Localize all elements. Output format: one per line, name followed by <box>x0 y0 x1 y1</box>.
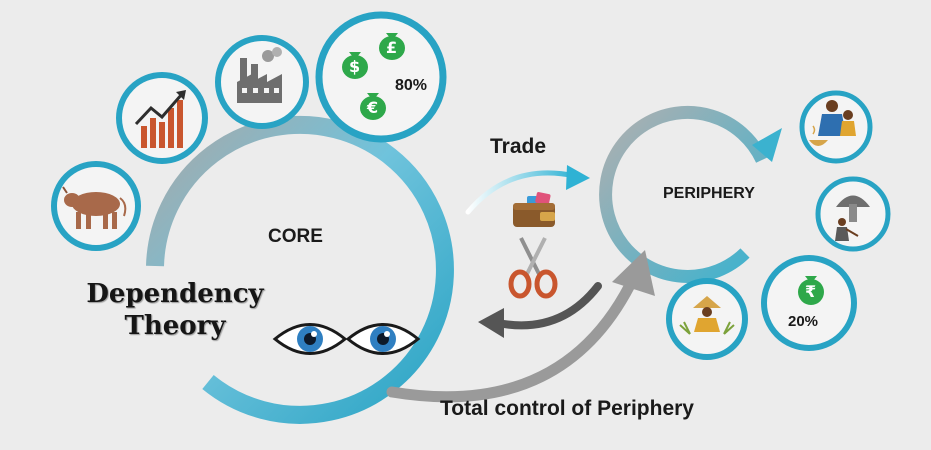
wallet-icon <box>513 192 555 227</box>
periphery-label: PERIPHERY <box>663 185 755 202</box>
periphery-ring <box>599 106 782 283</box>
trade-arrow <box>465 165 590 215</box>
core-wealth-share: 80% <box>395 77 428 94</box>
dollar-bag <box>342 52 368 79</box>
core-ring <box>146 115 454 424</box>
rupee-symbol: ₹ <box>805 282 817 301</box>
periphery-wealth-share: 20% <box>788 313 819 330</box>
trade-label: Trade <box>490 135 547 158</box>
money-bag-icon <box>761 255 857 351</box>
money-bags-icon <box>315 11 447 143</box>
growth-chart-icon <box>116 72 208 164</box>
poor-family-icon <box>799 90 873 164</box>
eyes-icon <box>272 323 421 355</box>
diagram-title: Dependency Theory <box>70 278 280 342</box>
title-line-1: Dependency <box>86 279 264 309</box>
control-label: Total control of Periphery <box>440 397 694 420</box>
core-label: CORE <box>268 226 323 247</box>
miner-icon <box>815 176 891 252</box>
pound-symbol: £ <box>386 38 398 57</box>
title-line-2: Theory <box>124 311 226 341</box>
euro-symbol: € <box>367 98 379 117</box>
cow-icon <box>51 161 141 251</box>
pound-bag <box>379 33 405 60</box>
extraction-arrow <box>478 282 602 338</box>
euro-bag <box>360 93 386 120</box>
farmer-icon <box>666 278 748 360</box>
scissors-icon <box>508 237 558 299</box>
control-arrow <box>386 250 655 403</box>
dollar-symbol: $ <box>349 57 361 76</box>
factory-icon <box>215 35 309 129</box>
